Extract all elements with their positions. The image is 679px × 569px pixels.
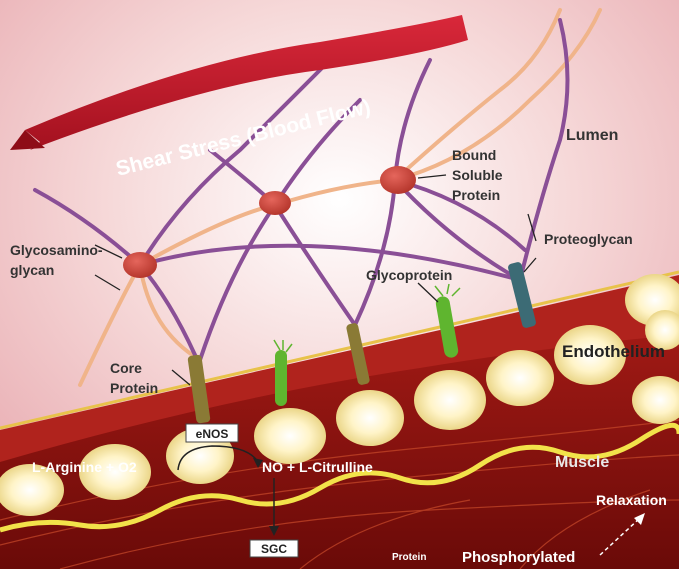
protein-blob-1 xyxy=(123,252,157,278)
protein-small-label: Protein xyxy=(392,552,426,563)
product-label: NO + L-Citrulline xyxy=(262,459,373,475)
endothelium-label: Endothelium xyxy=(562,342,665,361)
muscle-label: Muscle xyxy=(555,454,609,471)
substrate-label: L-Arginine + O2 xyxy=(32,459,137,475)
glycoprotein-label: Glycoprotein xyxy=(366,267,452,283)
core-label-1: Core xyxy=(110,360,142,376)
protein-blob-2 xyxy=(259,191,291,215)
protein-blob-3 xyxy=(380,166,416,194)
gag-label-1: Glycosamino- xyxy=(10,242,103,258)
core-label-2: Protein xyxy=(110,380,158,396)
relaxation-label: Relaxation xyxy=(596,492,667,508)
lumen-label: Lumen xyxy=(566,127,618,144)
bound-label-3: Protein xyxy=(452,187,500,203)
bound-label-2: Soluble xyxy=(452,167,503,183)
sgc-label: SGC xyxy=(261,542,287,556)
enos-label: eNOS xyxy=(196,427,229,441)
gag-label-2: glycan xyxy=(10,262,54,278)
bound-label-1: Bound xyxy=(452,147,496,163)
proteoglycan-label: Proteoglycan xyxy=(544,231,633,247)
phosphorylated-label: Phosphorylated xyxy=(462,549,575,566)
